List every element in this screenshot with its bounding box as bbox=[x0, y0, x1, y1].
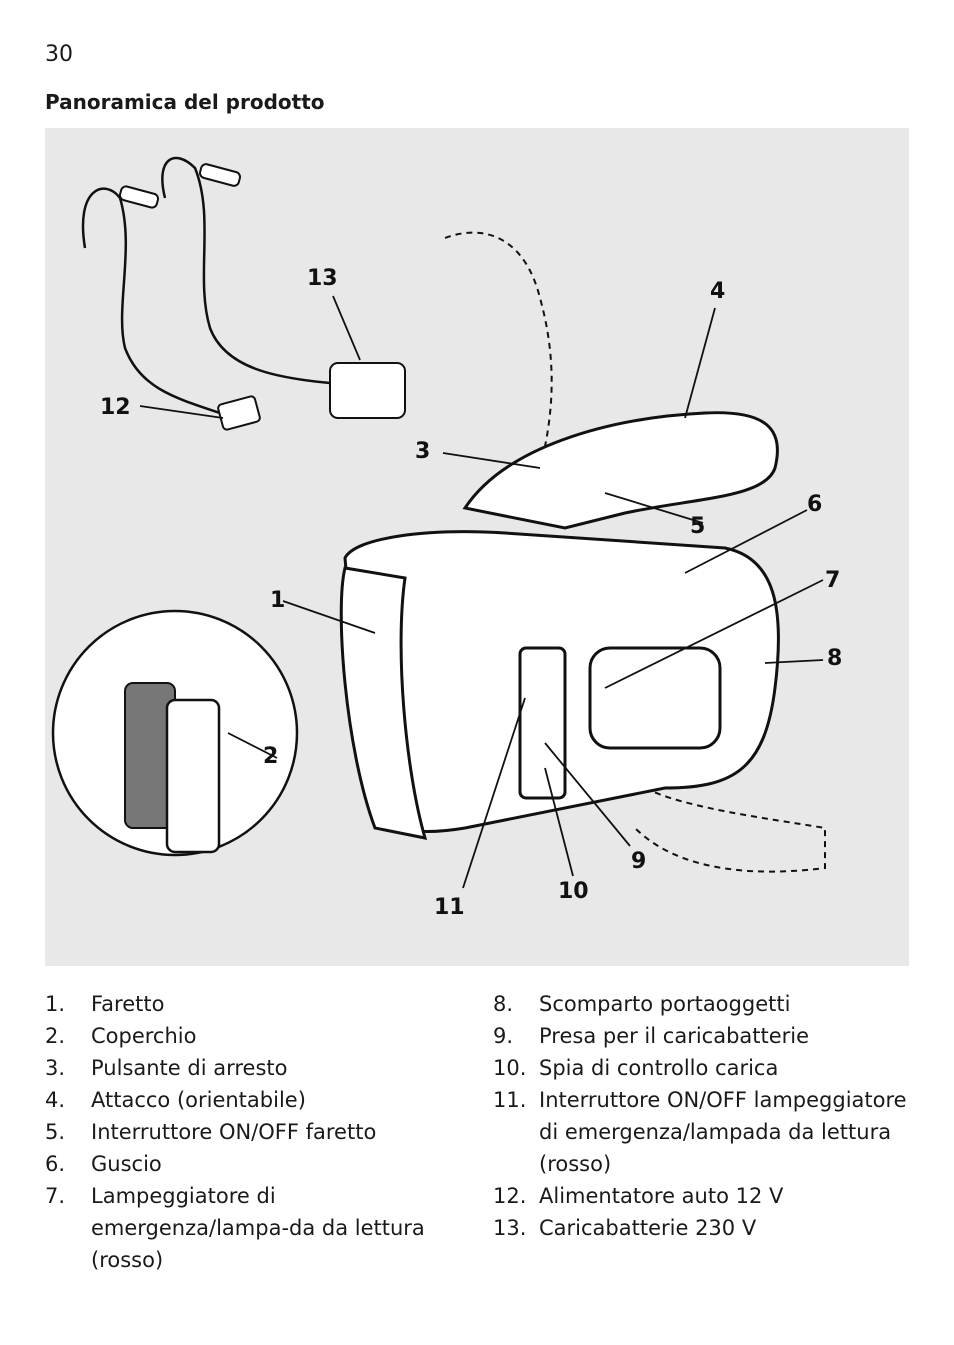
legend-text: Alimentatore auto 12 V bbox=[539, 1184, 784, 1208]
legend-left-column: 1. Faretto 2. Coperchio 3. Pulsante di arre… bbox=[45, 988, 465, 1276]
lamp-body-drawing bbox=[339, 411, 780, 840]
callout-1: 1 bbox=[270, 588, 285, 613]
legend-item: 10. Spia di controllo carica bbox=[493, 1052, 913, 1084]
callout-10: 10 bbox=[558, 879, 589, 904]
callout-8: 8 bbox=[827, 646, 842, 671]
legend-item: 4. Attacco (orientabile) bbox=[45, 1084, 465, 1116]
legend-number: 1. bbox=[45, 992, 66, 1016]
legend-number: 9. bbox=[493, 1024, 514, 1048]
legend-text: Guscio bbox=[91, 1152, 162, 1176]
legend-text: Caricabatterie 230 V bbox=[539, 1216, 757, 1240]
page-number: 30 bbox=[45, 42, 73, 67]
legend-text: Coperchio bbox=[91, 1024, 197, 1048]
legend-item: 13. Caricabatterie 230 V bbox=[493, 1212, 913, 1244]
legend-item: 9. Presa per il caricabatterie bbox=[493, 1020, 913, 1052]
legend-item: 6. Guscio bbox=[45, 1148, 465, 1180]
plugs-drawing bbox=[118, 163, 406, 431]
legend-item: 8. Scomparto portaoggetti bbox=[493, 988, 913, 1020]
legend-number: 13. bbox=[493, 1216, 527, 1240]
detail-cover-drawing bbox=[165, 698, 221, 854]
legend-number: 12. bbox=[493, 1184, 527, 1208]
product-illustration: 1 2 3 4 5 6 7 8 9 10 11 12 13 bbox=[45, 128, 909, 966]
legend-text: Pulsante di arresto bbox=[91, 1056, 288, 1080]
section-title: Panoramica del prodotto bbox=[45, 90, 325, 114]
legend-number: 5. bbox=[45, 1120, 66, 1144]
legend-text: Presa per il caricabatterie bbox=[539, 1024, 810, 1048]
callout-11: 11 bbox=[434, 895, 465, 920]
legend-text: Interruttore ON/OFF lampeggiatore di eme… bbox=[539, 1088, 907, 1176]
callout-6: 6 bbox=[807, 492, 822, 517]
legend-number: 2. bbox=[45, 1024, 66, 1048]
legend-item: 12. Alimentatore auto 12 V bbox=[493, 1180, 913, 1212]
callout-9: 9 bbox=[631, 849, 646, 874]
callout-12: 12 bbox=[100, 395, 131, 420]
legend-number: 11. bbox=[493, 1088, 527, 1112]
callout-2: 2 bbox=[263, 744, 278, 769]
legend-item: 3. Pulsante di arresto bbox=[45, 1052, 465, 1084]
legend-right-column: 8. Scomparto portaoggetti 9. Presa per il … bbox=[493, 988, 913, 1244]
handle-ghost-lower-drawing bbox=[634, 787, 826, 873]
legend-item: 5. Interruttore ON/OFF faretto bbox=[45, 1116, 465, 1148]
legend-item: 11. Interruttore ON/OFF lampeggiatore di … bbox=[493, 1084, 913, 1180]
legend-number: 3. bbox=[45, 1056, 66, 1080]
legend-item: 7. Lampeggiatore di emergenza/lampa-da da… bbox=[45, 1180, 465, 1276]
legend-text: Spia di controllo carica bbox=[539, 1056, 779, 1080]
legend-item: 1. Faretto bbox=[45, 988, 465, 1020]
callout-13: 13 bbox=[307, 266, 338, 291]
cables-drawing bbox=[81, 156, 331, 415]
legend-number: 4. bbox=[45, 1088, 66, 1112]
legend-text: Faretto bbox=[91, 992, 165, 1016]
legend-item: 2. Coperchio bbox=[45, 1020, 465, 1052]
callout-7: 7 bbox=[825, 568, 840, 593]
legend-number: 7. bbox=[45, 1184, 66, 1208]
legend-text: Attacco (orientabile) bbox=[91, 1088, 306, 1112]
legend-number: 6. bbox=[45, 1152, 66, 1176]
legend-text: Interruttore ON/OFF faretto bbox=[91, 1120, 377, 1144]
callout-3: 3 bbox=[415, 439, 430, 464]
legend-number: 10. bbox=[493, 1056, 527, 1080]
legend-text: Scomparto portaoggetti bbox=[539, 992, 791, 1016]
legend-number: 8. bbox=[493, 992, 514, 1016]
callout-4: 4 bbox=[710, 279, 725, 304]
product-drawing: 1 2 3 4 5 6 7 8 9 10 11 12 13 bbox=[51, 156, 842, 920]
callout-5: 5 bbox=[690, 514, 705, 539]
leader-lines bbox=[139, 295, 824, 889]
legend-text: Lampeggiatore di emergenza/lampa-da da l… bbox=[91, 1184, 425, 1272]
